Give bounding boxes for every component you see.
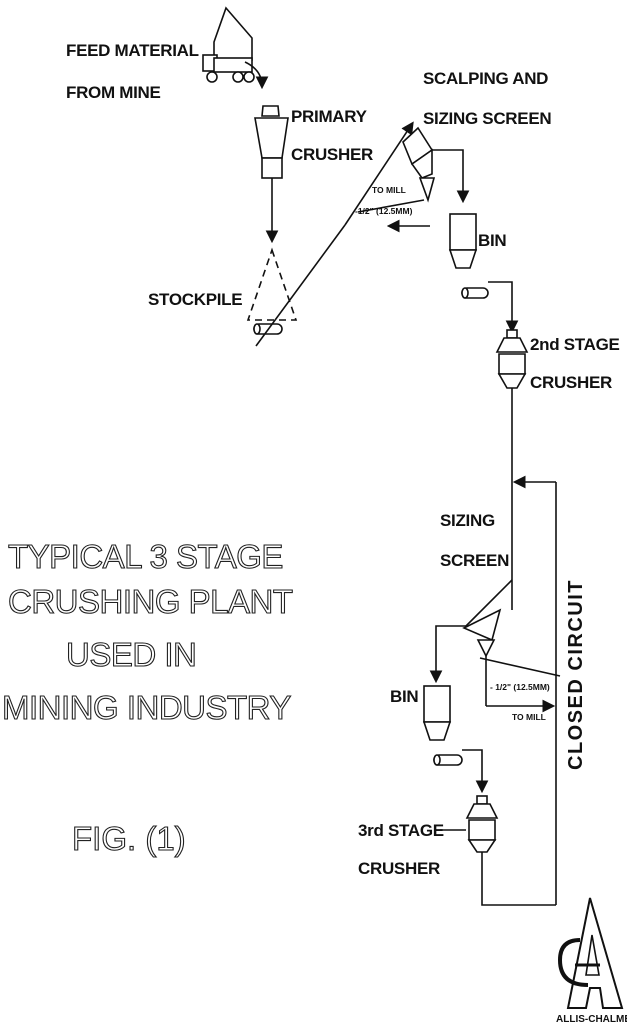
scalping-screen-label-line2: SIZING SCREEN (423, 109, 551, 128)
bottom-bin-icon (422, 685, 452, 741)
bin-to-third-crusher-arrow (462, 749, 489, 794)
logo-text: ALLIS-CHALMERS (556, 1014, 627, 1025)
size-bottom-label: - 1/2" (12.5MM) (490, 682, 550, 692)
top-bin-label: BIN (478, 231, 506, 250)
to-mill-top-label: TO MILL (372, 185, 406, 195)
scalping-to-bin-arrow (432, 149, 470, 204)
stockpile-label: STOCKPILE (148, 290, 242, 309)
primary-crusher-icon (254, 105, 289, 188)
stockpile-conveyor (255, 224, 346, 347)
scalping-screen-label-line1: SCALPING AND (423, 69, 548, 88)
scalping-undersize-line (357, 199, 425, 213)
figure-label: FIG. (1) (72, 820, 186, 857)
third-stage-crusher-label-line2: CRUSHER (358, 859, 440, 878)
sizing-screen-label-line2: SCREEN (440, 551, 509, 570)
bottom-bin-label: BIN (390, 687, 418, 706)
stockpile-conveyor-arrow (344, 121, 414, 226)
sizing-screen-to-bin-arrow (429, 625, 466, 684)
bin-to-second-crusher-arrow (488, 281, 519, 334)
second-stage-crusher-icon (495, 329, 529, 396)
second-stage-crusher-label-line2: CRUSHER (530, 373, 612, 392)
third-stage-crusher-label-line1: 3rd STAGE (358, 821, 444, 840)
sizing-screen-label-line1: SIZING (440, 511, 495, 530)
primary-crusher-label-line1: PRIMARY (291, 107, 368, 126)
allis-chalmers-logo-icon (557, 897, 624, 1009)
title-line3: USED IN (66, 636, 196, 673)
to-mill-bottom-label: TO MILL (512, 712, 546, 722)
title-line2: CRUSHING PLANT (8, 583, 293, 620)
sizing-screen-icon (462, 579, 513, 658)
third-crusher-return-line (481, 862, 556, 906)
feed-arrow (244, 61, 269, 90)
dump-truck-icon (202, 6, 255, 83)
size-top-label: -1/2" (12.5MM) (355, 206, 413, 216)
closed-circuit-label: CLOSED CIRCUIT (565, 579, 587, 770)
title-line1: TYPICAL 3 STAGE (8, 538, 283, 575)
second-stage-crusher-label-line1: 2nd STAGE (530, 335, 620, 354)
primary-crusher-label-line2: CRUSHER (291, 145, 373, 164)
bottom-bin-feeder-icon (433, 754, 463, 766)
feed-label-line2: FROM MINE (66, 83, 161, 102)
top-bin-feeder-icon (461, 287, 489, 299)
top-bin-icon (448, 213, 478, 269)
sizing-undersize-line (479, 657, 561, 677)
scalping-screen-icon (402, 126, 436, 203)
third-stage-crusher-icon (465, 795, 499, 862)
stockpile-icon (246, 247, 298, 321)
feed-label-line1: FEED MATERIAL (66, 41, 199, 60)
title-line4: MINING INDUSTRY (2, 689, 291, 726)
